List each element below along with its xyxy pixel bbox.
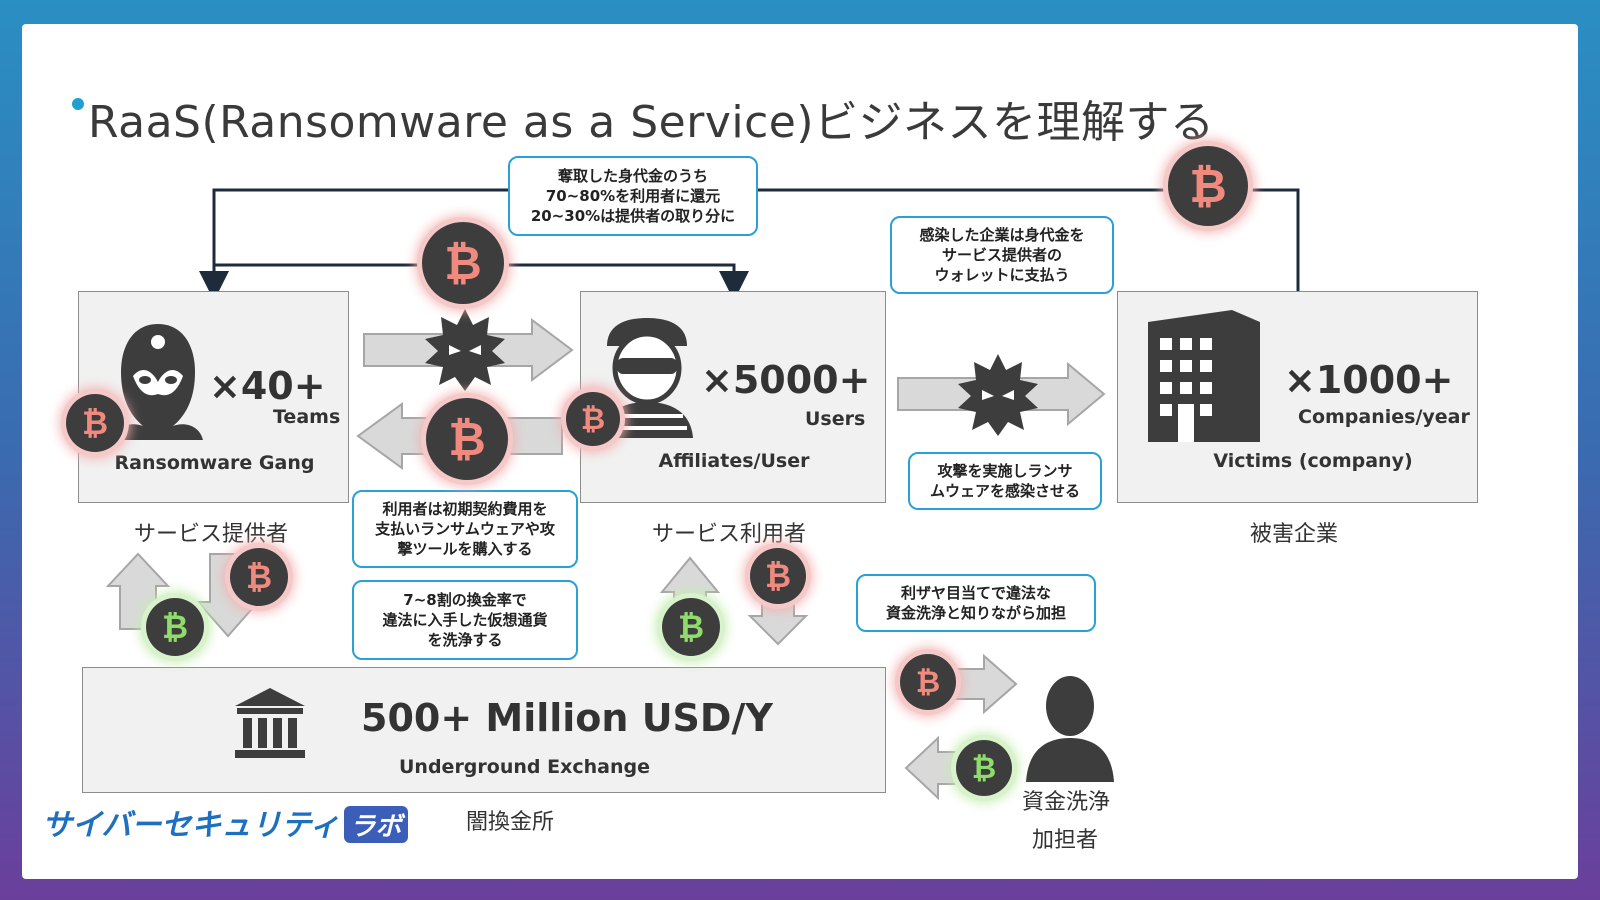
affiliates-count: ×5000+	[701, 358, 871, 402]
bitcoin-icon: ₿	[750, 548, 806, 604]
victims-count: ×1000+	[1284, 358, 1454, 402]
building-icon	[1148, 310, 1260, 442]
bitcoin-icon: ₿	[566, 392, 620, 446]
title-bullet	[72, 98, 84, 110]
thief-icon	[601, 318, 693, 438]
affiliates-box: ×5000+ Users Affiliates/User	[580, 291, 886, 503]
bank-icon	[235, 688, 305, 758]
victims-jp-label: 被害企業	[1250, 522, 1339, 547]
person-icon	[1026, 676, 1114, 782]
exchange-box: 500+ Million USD/Y Underground Exchange	[82, 667, 886, 793]
virus-icon-2	[958, 354, 1038, 436]
affiliates-jp-label: サービス利用者	[652, 522, 807, 547]
launderer-jp-label-1: 資金洗浄	[1022, 790, 1111, 815]
gang-unit: Teams	[273, 406, 341, 428]
affiliates-unit: Users	[805, 408, 866, 430]
bitcoin-icon: ₿	[422, 222, 504, 304]
bitcoin-icon: ₿	[900, 654, 956, 710]
bitcoin-icon: ₿	[230, 548, 288, 606]
gang-box: ×40+ Teams Ransomware Gang	[78, 291, 349, 503]
bubble-ransom-payment: 感染した企業は身代金を サービス提供者の ウォレットに支払う	[890, 216, 1114, 294]
bitcoin-icon: ₿	[662, 598, 720, 656]
bitcoin-icon: ₿	[426, 398, 508, 480]
launderer-jp-label-2: 加担者	[1032, 828, 1099, 853]
bubble-launder-rate: 7~8割の換金率で 違法に入手した仮想通貨 を洗浄する	[352, 580, 578, 660]
victims-label: Victims (company)	[1213, 450, 1413, 472]
bubble-complicit: 利ザヤ目当てで違法な 資金洗浄と知りながら加担	[856, 574, 1096, 632]
logo-badge: ラボ	[343, 806, 408, 843]
exchange-label: Underground Exchange	[399, 756, 650, 778]
victims-unit: Companies/year	[1298, 406, 1470, 428]
share-line	[214, 263, 749, 301]
exchange-jp-label: 闇換金所	[466, 810, 555, 835]
bitcoin-icon: ₿	[956, 740, 1012, 796]
slide: RaaS(Ransomware as a Service)ビジネスを理解する	[22, 24, 1578, 879]
victims-box: ×1000+ Companies/year Victims (company)	[1117, 291, 1478, 503]
bubble-infect: 攻撃を実施しランサ ムウェアを感染させる	[908, 452, 1102, 510]
logo-text: サイバーセキュリティ	[42, 808, 340, 843]
bitcoin-icon: ₿	[66, 394, 124, 452]
masked-gang-icon	[113, 324, 203, 440]
brand-logo: サイバーセキュリティラボ	[42, 800, 408, 844]
bubble-share-ratio: 奪取した身代金のうち 70~80%を利用者に還元 20~30%は提供者の取り分に	[508, 156, 758, 236]
page-title: RaaS(Ransomware as a Service)ビジネスを理解する	[88, 97, 1215, 148]
bitcoin-icon: ₿	[146, 598, 204, 656]
affiliates-label: Affiliates/User	[658, 450, 810, 472]
virus-icon-1	[425, 309, 505, 391]
gang-label: Ransomware Gang	[114, 452, 315, 474]
exchange-amount: 500+ Million USD/Y	[361, 696, 773, 740]
gang-count: ×40+	[209, 364, 326, 408]
gang-jp-label: サービス提供者	[134, 522, 289, 547]
bubble-purchase: 利用者は初期契約費用を 支払いランサムウェアや攻 撃ツールを購入する	[352, 490, 578, 568]
bitcoin-icon: ₿	[1168, 146, 1248, 226]
